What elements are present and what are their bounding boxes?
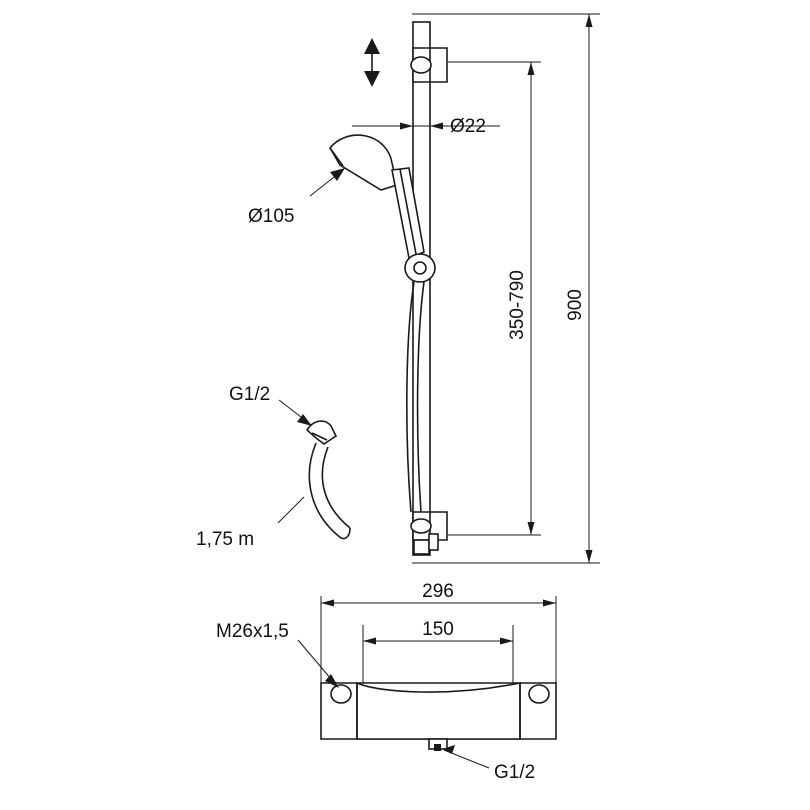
left-connector-hole	[330, 684, 352, 704]
hose-free-outer	[308, 442, 342, 539]
top-bracket-hole	[410, 56, 432, 74]
right-connector-hole	[528, 684, 550, 704]
arrow-d105	[330, 168, 345, 181]
arrow-m26	[325, 674, 339, 688]
label-centre-distance: 150	[422, 619, 454, 640]
arrow-d22-left	[400, 122, 413, 130]
hose-connector	[305, 420, 338, 445]
arrow-150-left	[363, 637, 376, 645]
mixer-body-front	[356, 681, 521, 740]
label-slider-range: 350-790	[507, 270, 528, 340]
arrow-900-top	[585, 14, 593, 27]
label-hose-connection: G1/2	[229, 384, 270, 405]
shower-rail	[412, 21, 431, 556]
label-overall-width: 296	[422, 581, 454, 602]
hose-free-tip	[340, 527, 351, 540]
shower-handle-inner	[399, 168, 417, 255]
slider-holder-hole	[413, 261, 427, 275]
label-outlet-thread: G1/2	[494, 762, 535, 783]
label-total-height: 900	[565, 289, 586, 321]
arrow-350-790-bottom	[527, 522, 535, 535]
arrow-296-left	[321, 599, 334, 607]
hose-outlet-nipple	[428, 533, 439, 551]
slide-arrow-down	[364, 71, 380, 87]
label-thread-size: M26x1,5	[216, 621, 289, 642]
mixer-outlet-tip	[434, 744, 441, 751]
slide-arrow-up	[364, 38, 380, 54]
label-head-diameter: Ø105	[248, 206, 294, 227]
rail-end-cap	[413, 539, 430, 555]
arrow-150-right	[500, 637, 513, 645]
hose-right-edge	[416, 281, 425, 513]
arrow-296-right	[543, 599, 556, 607]
shower-head-edge	[329, 147, 344, 167]
hose-free-inner	[321, 446, 351, 529]
arrow-g12-top	[297, 414, 312, 426]
leader-hose-length	[277, 496, 305, 524]
arrow-g12-bottom	[442, 745, 455, 754]
label-rail-diameter: Ø22	[450, 116, 486, 137]
hose-connector-inner	[311, 432, 328, 441]
arrow-350-790-top	[527, 62, 535, 75]
hose-left-edge	[406, 281, 415, 513]
bottom-bracket-hole	[410, 518, 432, 534]
arrow-900-bottom	[585, 550, 593, 563]
arrow-d22-right	[430, 122, 443, 130]
shower-head	[329, 134, 398, 191]
label-hose-length: 1,75 m	[196, 529, 254, 550]
